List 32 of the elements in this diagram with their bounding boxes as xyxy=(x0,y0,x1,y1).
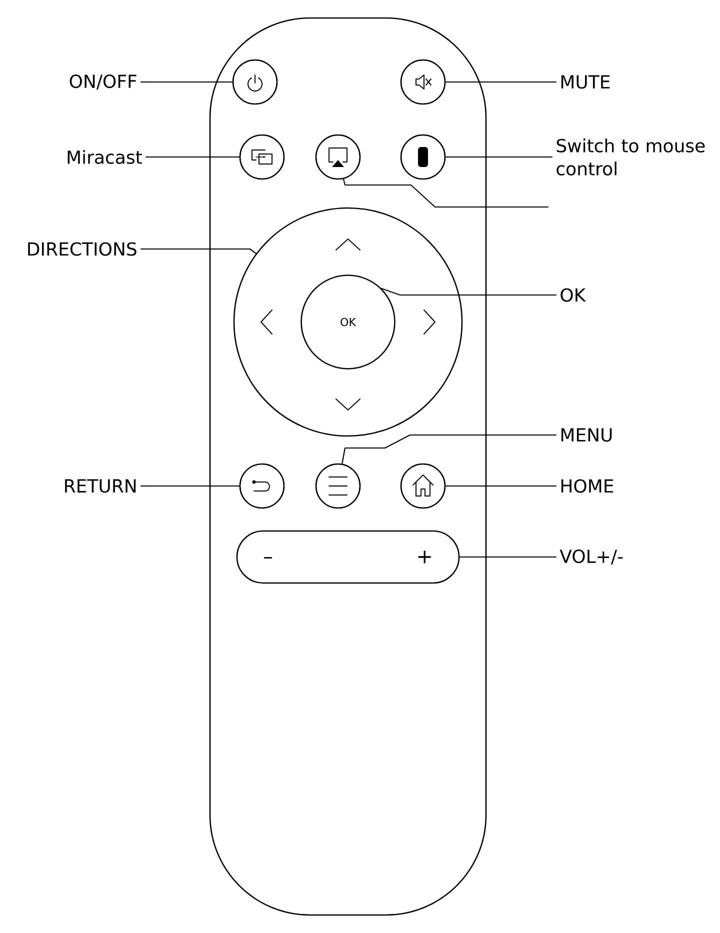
leader-line xyxy=(459,556,557,558)
ok-button: OK xyxy=(300,274,396,370)
mute-button xyxy=(400,59,446,105)
callout-label: VOL+/- xyxy=(560,550,623,565)
callout-label: DIRECTIONS xyxy=(28,242,136,256)
callout-label: OK xyxy=(560,288,586,302)
leader-line xyxy=(140,485,240,487)
mouse-mode-button xyxy=(400,134,446,180)
leader-line xyxy=(445,156,553,158)
leader-line xyxy=(342,178,549,208)
callout-label: MUTE xyxy=(561,75,610,89)
volume-rocker: – + xyxy=(236,530,460,584)
power-button xyxy=(232,59,278,105)
return-button xyxy=(239,463,285,509)
callout-label: ON/OFF xyxy=(70,74,136,90)
menu-button xyxy=(315,463,361,509)
callout-label: MENU xyxy=(561,428,612,442)
leader-line xyxy=(145,156,240,158)
direction-pad xyxy=(233,207,463,437)
leader-line xyxy=(140,248,257,254)
callout-label: Miracast xyxy=(68,150,142,164)
leader-line xyxy=(445,81,557,83)
leader-line xyxy=(140,81,233,83)
leader-line xyxy=(445,485,557,487)
cast-button xyxy=(315,134,361,180)
leader-line xyxy=(380,288,557,296)
callout-label: RETURN xyxy=(65,479,136,493)
callout-label: HOME xyxy=(561,479,614,493)
callout-label: Switch to mouse control xyxy=(556,138,705,176)
screen-mirror-button xyxy=(239,134,285,180)
leader-line xyxy=(342,434,557,464)
home-button xyxy=(400,463,446,509)
